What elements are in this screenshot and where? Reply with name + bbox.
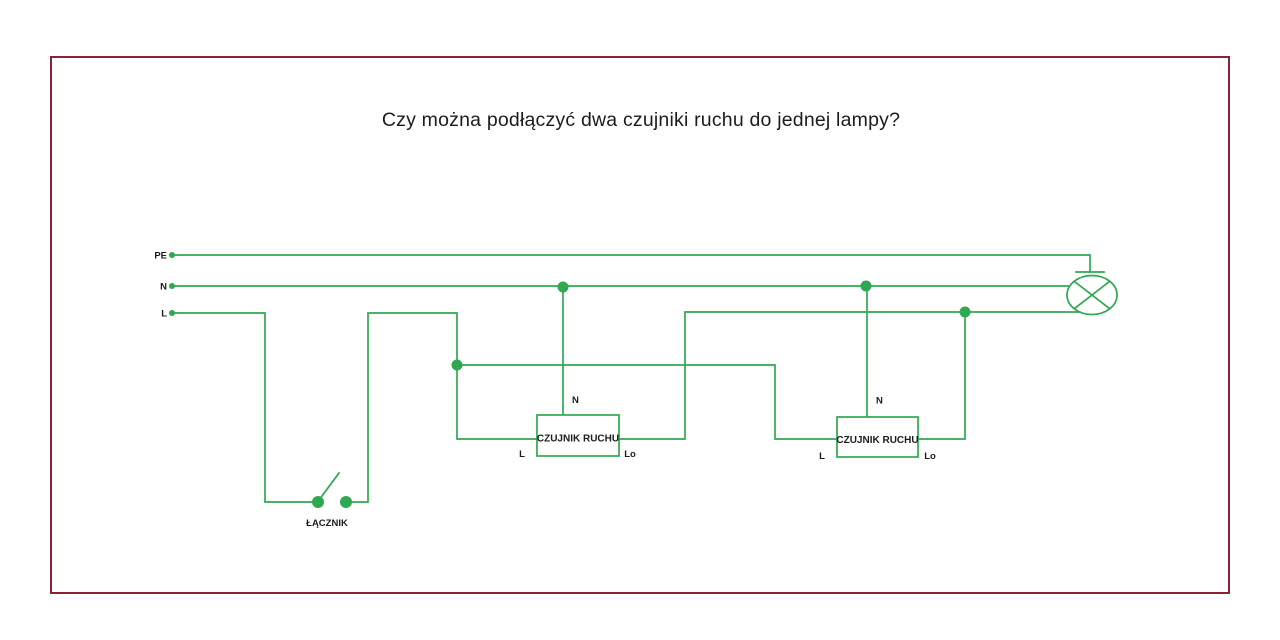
wire-pe xyxy=(171,254,1091,273)
sensor2-terminal-lo-label: Lo xyxy=(924,451,936,462)
sensor2-box xyxy=(836,416,919,458)
wire-l-to-switch xyxy=(171,312,318,503)
sensor1-terminal-l-label: L xyxy=(519,449,525,460)
switch-contact-dot-left xyxy=(312,496,324,508)
sensor1-terminal-lo-label: Lo xyxy=(624,449,636,460)
label-switch: ŁĄCZNIK xyxy=(306,518,348,529)
wire-sensor1-lo-to-lamp xyxy=(618,311,1080,440)
sensor2-terminal-l-label: L xyxy=(819,451,825,462)
wire-branch-to-sensor2-l xyxy=(456,364,838,440)
sensor1-terminal-n-label: N xyxy=(572,395,579,406)
wire-switch-to-sensor1-l xyxy=(345,312,538,503)
sensor1-box xyxy=(536,414,620,457)
junction-dot-lo-bus xyxy=(959,306,971,318)
label-l: L xyxy=(161,309,167,320)
junction-dot-n-sensor1 xyxy=(557,281,569,293)
label-n: N xyxy=(160,282,167,293)
lamp-crossed-circle-icon xyxy=(1066,274,1118,316)
sensor2-name: CZUJNIK RUCHU xyxy=(836,435,918,446)
junction-dot-l-branch xyxy=(451,359,463,371)
l-terminal-dot xyxy=(169,310,175,316)
sensor2-terminal-n-label: N xyxy=(876,396,883,407)
n-terminal-dot xyxy=(169,283,175,289)
switch-contact-dot-right xyxy=(340,496,352,508)
switch-blade xyxy=(317,471,341,502)
label-pe: PE xyxy=(154,251,167,262)
diagram-title: Czy można podłączyć dwa czujniki ruchu d… xyxy=(381,109,901,131)
pe-terminal-dot xyxy=(169,252,175,258)
sensor1-name: CZUJNIK RUCHU xyxy=(537,434,619,445)
junction-dot-n-sensor2 xyxy=(860,280,872,292)
wire-sensor2-lo-to-bus xyxy=(917,311,966,440)
diagram-border-frame xyxy=(50,56,1230,594)
